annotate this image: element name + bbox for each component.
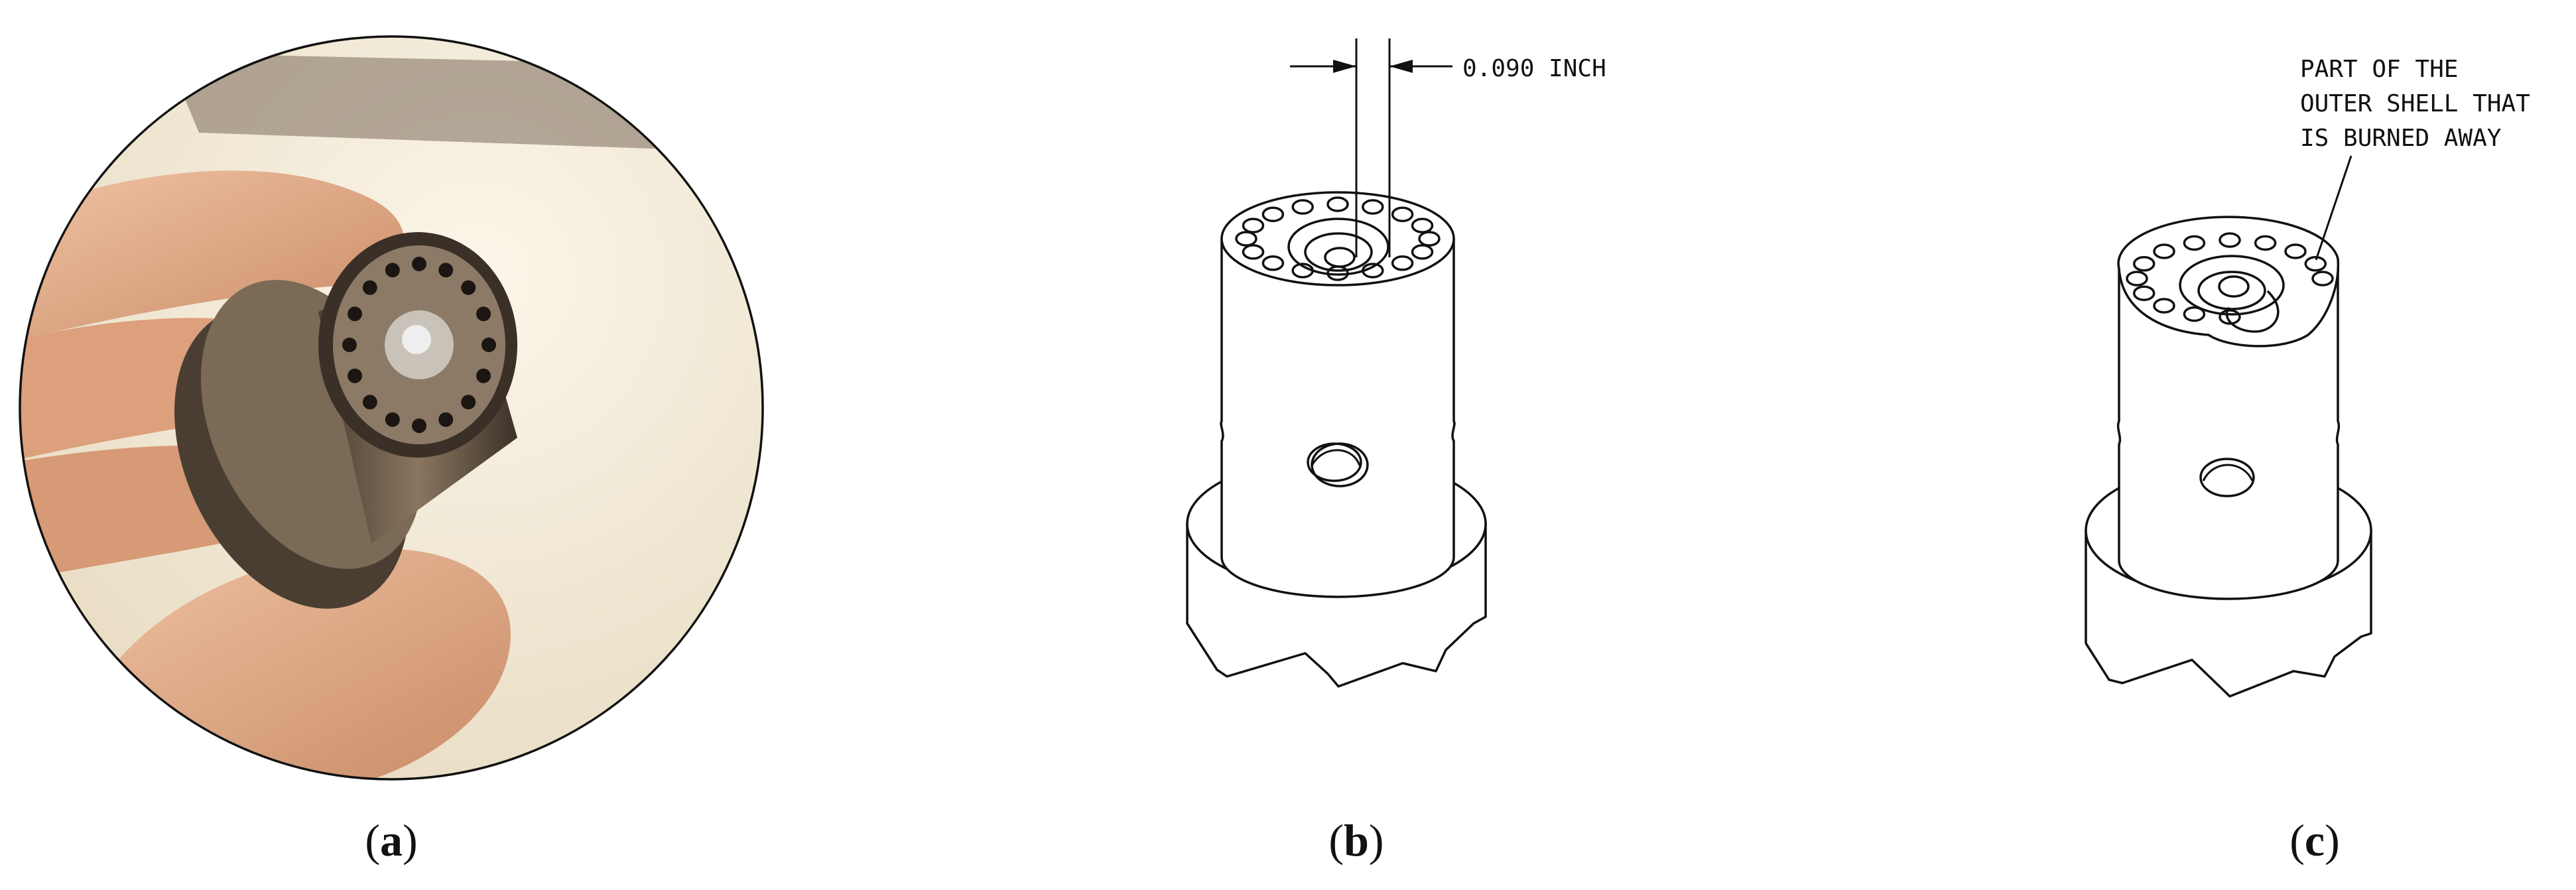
photo-nozzle-hole (412, 257, 426, 271)
photo-nozzle-hole (342, 338, 357, 352)
nozzle-hole (2126, 271, 2148, 286)
callout-line-2: OUTER SHELL THAT (2300, 90, 2530, 117)
nozzle-hole (2132, 285, 2156, 301)
nozzle-hole (1391, 255, 1414, 271)
caption-a: (a) (365, 815, 417, 865)
photo-nozzle-hole (385, 412, 400, 427)
nozzle-hole (1418, 231, 1441, 247)
panel-c-drawing (2085, 155, 2372, 698)
nozzle-hole (2254, 235, 2277, 251)
callout-text: PART OF THE OUTER SHELL THAT IS BURNED A… (2300, 56, 2544, 152)
nozzle-hole (2284, 243, 2307, 259)
nozzle-hole (1261, 255, 1285, 271)
nozzle-hole (2183, 306, 2206, 322)
nozzle-hole (1242, 244, 1265, 260)
nozzle-hole (1235, 231, 1257, 247)
nozzle-hole (2183, 235, 2206, 251)
nozzle-hole (2153, 298, 2175, 314)
photo-nozzle-hole (362, 395, 377, 410)
nozzle-hole (2219, 232, 2241, 248)
nozzle-hole (2153, 243, 2175, 259)
callout-line-1: PART OF THE (2300, 56, 2458, 83)
nozzle-hole (2304, 256, 2327, 272)
panel-a-photo (19, 35, 764, 781)
photo-nozzle-hole (461, 280, 476, 295)
photo-nozzle-hole (438, 412, 454, 427)
nozzle-hole (1391, 206, 1414, 222)
photo-nozzle-holes (342, 257, 496, 433)
callout-line-3: IS BURNED AWAY (2300, 125, 2502, 152)
photo-nozzle-hole (476, 306, 491, 322)
nozzle-holes-b (1235, 196, 1441, 281)
nozzle-hole (1411, 244, 1434, 260)
photo-nozzle-hole (348, 306, 362, 322)
photo-nozzle-hole (476, 368, 491, 383)
photo-nozzle-hole (362, 280, 377, 295)
photo-nozzle-hole (461, 395, 476, 410)
nozzle-hole (2311, 271, 2334, 286)
nozzle-hole (1362, 199, 1384, 215)
nozzle-hole (2219, 309, 2241, 325)
photo-nozzle-hole (412, 418, 426, 433)
nozzle-hole (1291, 199, 1314, 215)
nozzle-hole (1411, 218, 1434, 233)
caption-b: (b) (1328, 815, 1384, 865)
nozzle-hole (2132, 256, 2156, 272)
photo-nozzle-hole (482, 338, 496, 352)
photo-nozzle-hole (438, 263, 454, 278)
nozzle-hole (1261, 206, 1285, 222)
panel-b-drawing (1186, 38, 1487, 688)
nozzle-hole (1242, 218, 1265, 233)
photo-nozzle-hole (385, 263, 400, 278)
dimension-label: 0.090 INCH (1462, 55, 1606, 82)
nozzle-hole (1326, 196, 1349, 212)
nozzle-holes-c (2126, 232, 2334, 325)
caption-c: (c) (2289, 815, 2340, 865)
photo-nozzle-hole (348, 368, 362, 383)
